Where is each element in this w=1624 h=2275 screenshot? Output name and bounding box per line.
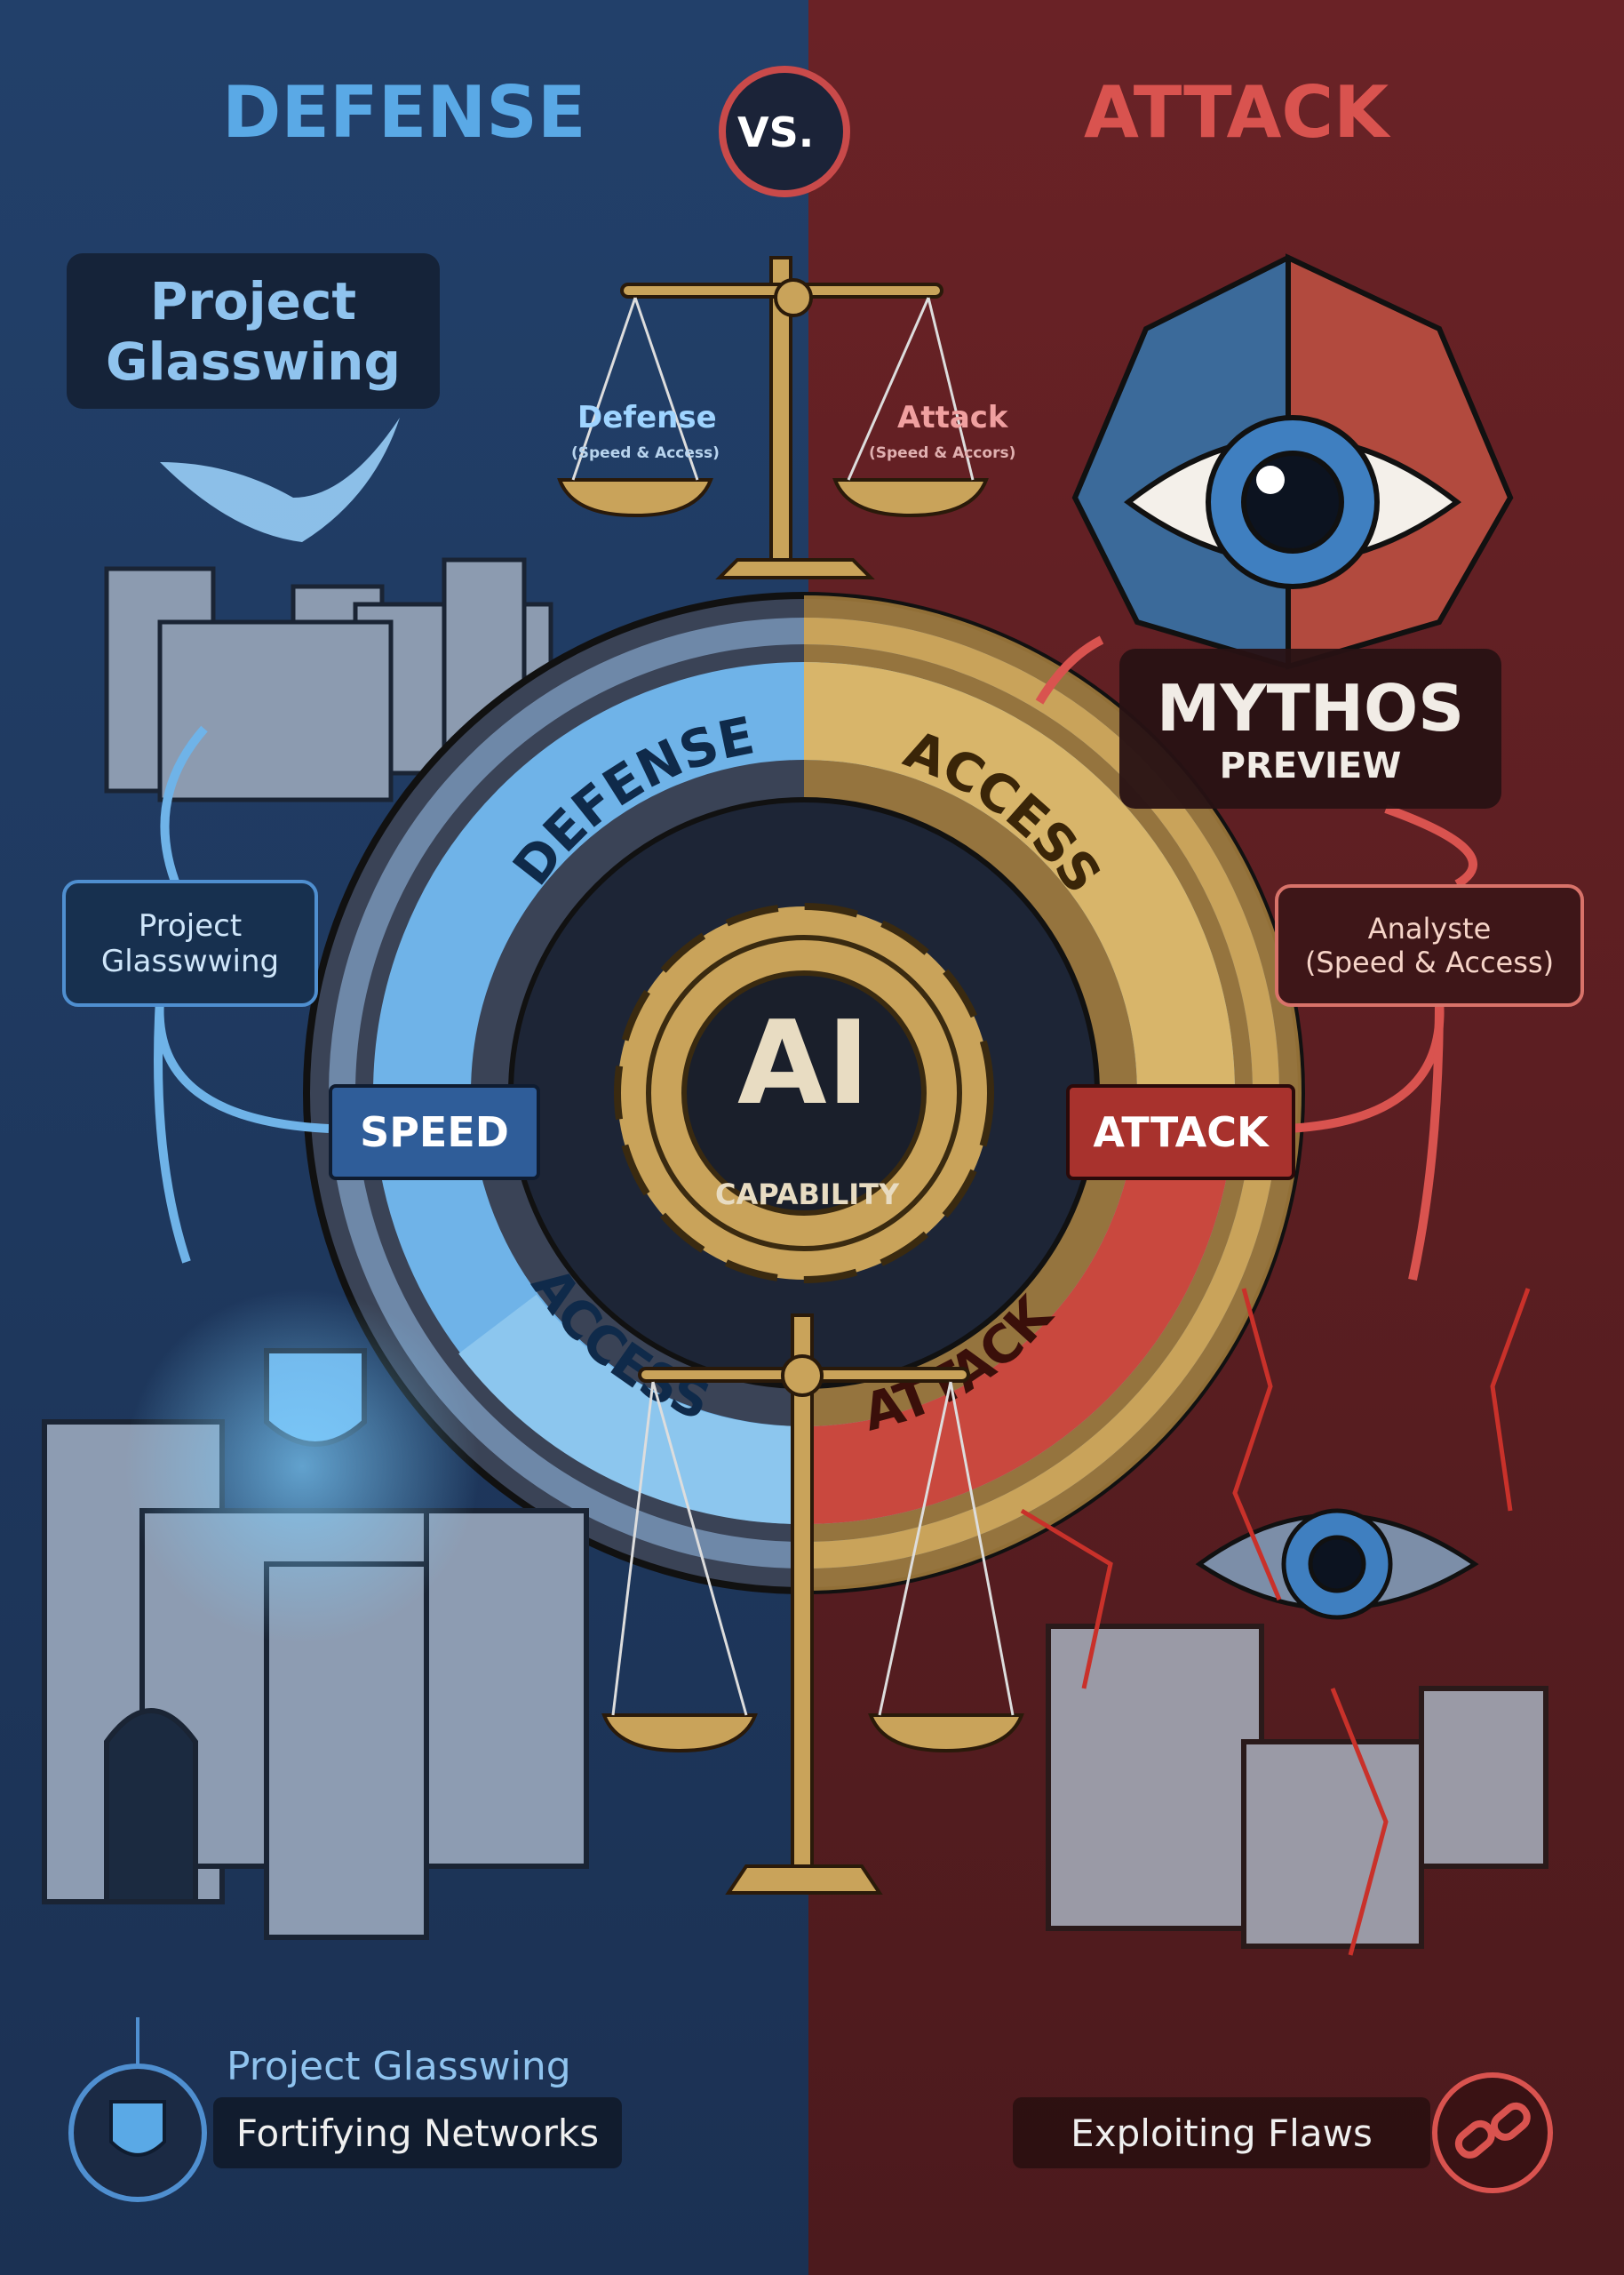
right-callout-line1: Analyste xyxy=(1367,912,1492,946)
access-arrow xyxy=(803,662,1235,1094)
right-callout-box: Analyste (Speed & Access) xyxy=(1275,884,1584,1007)
broken-wall-icon xyxy=(1046,1624,1548,1949)
glasswing-title-line1: Project xyxy=(149,270,357,331)
crack-lines xyxy=(1020,1288,1531,1956)
header-vs: VS. xyxy=(737,108,815,156)
scale-right-sub: (Speed & Accors) xyxy=(869,444,1016,462)
speed-label: SPEED xyxy=(329,1084,540,1180)
right-callout-line2: (Speed & Access) xyxy=(1304,946,1555,979)
header-defense: DEFENSE xyxy=(222,71,586,154)
center-capability-label: CAPABILITY xyxy=(715,1177,900,1211)
left-callout-box: Project Glasswwing xyxy=(62,880,318,1007)
top-balance-scale-icon xyxy=(557,256,989,579)
flow-arrows xyxy=(154,635,1477,1281)
scale-right-title: Attack xyxy=(897,400,1008,435)
vs-badge xyxy=(719,66,850,197)
footer-right-label: Exploiting Flaws xyxy=(1071,2111,1373,2155)
header-attack: ATTACK xyxy=(1084,71,1389,154)
left-callout-line2: Glasswwing xyxy=(100,943,280,979)
broken-link-icon xyxy=(1454,2102,1531,2159)
cracked-eye-icon xyxy=(1195,1508,1479,1620)
footer-right-bar: Exploiting Flaws xyxy=(1013,2097,1430,2168)
shield-icon xyxy=(109,2100,166,2157)
bird-icon xyxy=(160,418,400,542)
mythos-eye-emblem xyxy=(1071,253,1514,671)
speed-label-text: SPEED xyxy=(360,1108,509,1156)
footer-left-label: Fortifying Networks xyxy=(235,2111,600,2155)
attack-side-label-text: ATTACK xyxy=(1093,1108,1269,1156)
attack-arrow xyxy=(803,1092,1235,1524)
footer-left-title: Project Glasswing xyxy=(227,2044,571,2089)
center-ai-label: AI xyxy=(737,995,870,1130)
footer-left-bar: Fortifying Networks xyxy=(213,2097,622,2168)
glasswing-title-line2: Glasswing xyxy=(106,331,401,392)
scale-left-sub: (Speed & Access) xyxy=(571,444,720,462)
bottom-balance-scale-icon xyxy=(601,1313,1024,1895)
mythos-preview-box: MYTHOS PREVIEW xyxy=(1119,649,1501,809)
project-glasswing-title-box: Project Glasswing xyxy=(67,253,440,409)
mythos-title: MYTHOS xyxy=(1156,671,1465,746)
gear-icon xyxy=(614,903,994,1283)
scale-left-title: Defense xyxy=(577,400,717,435)
attack-side-label: ATTACK xyxy=(1066,1084,1295,1180)
left-callout-line1: Project xyxy=(138,907,243,944)
mythos-sub: PREVIEW xyxy=(1219,746,1402,786)
